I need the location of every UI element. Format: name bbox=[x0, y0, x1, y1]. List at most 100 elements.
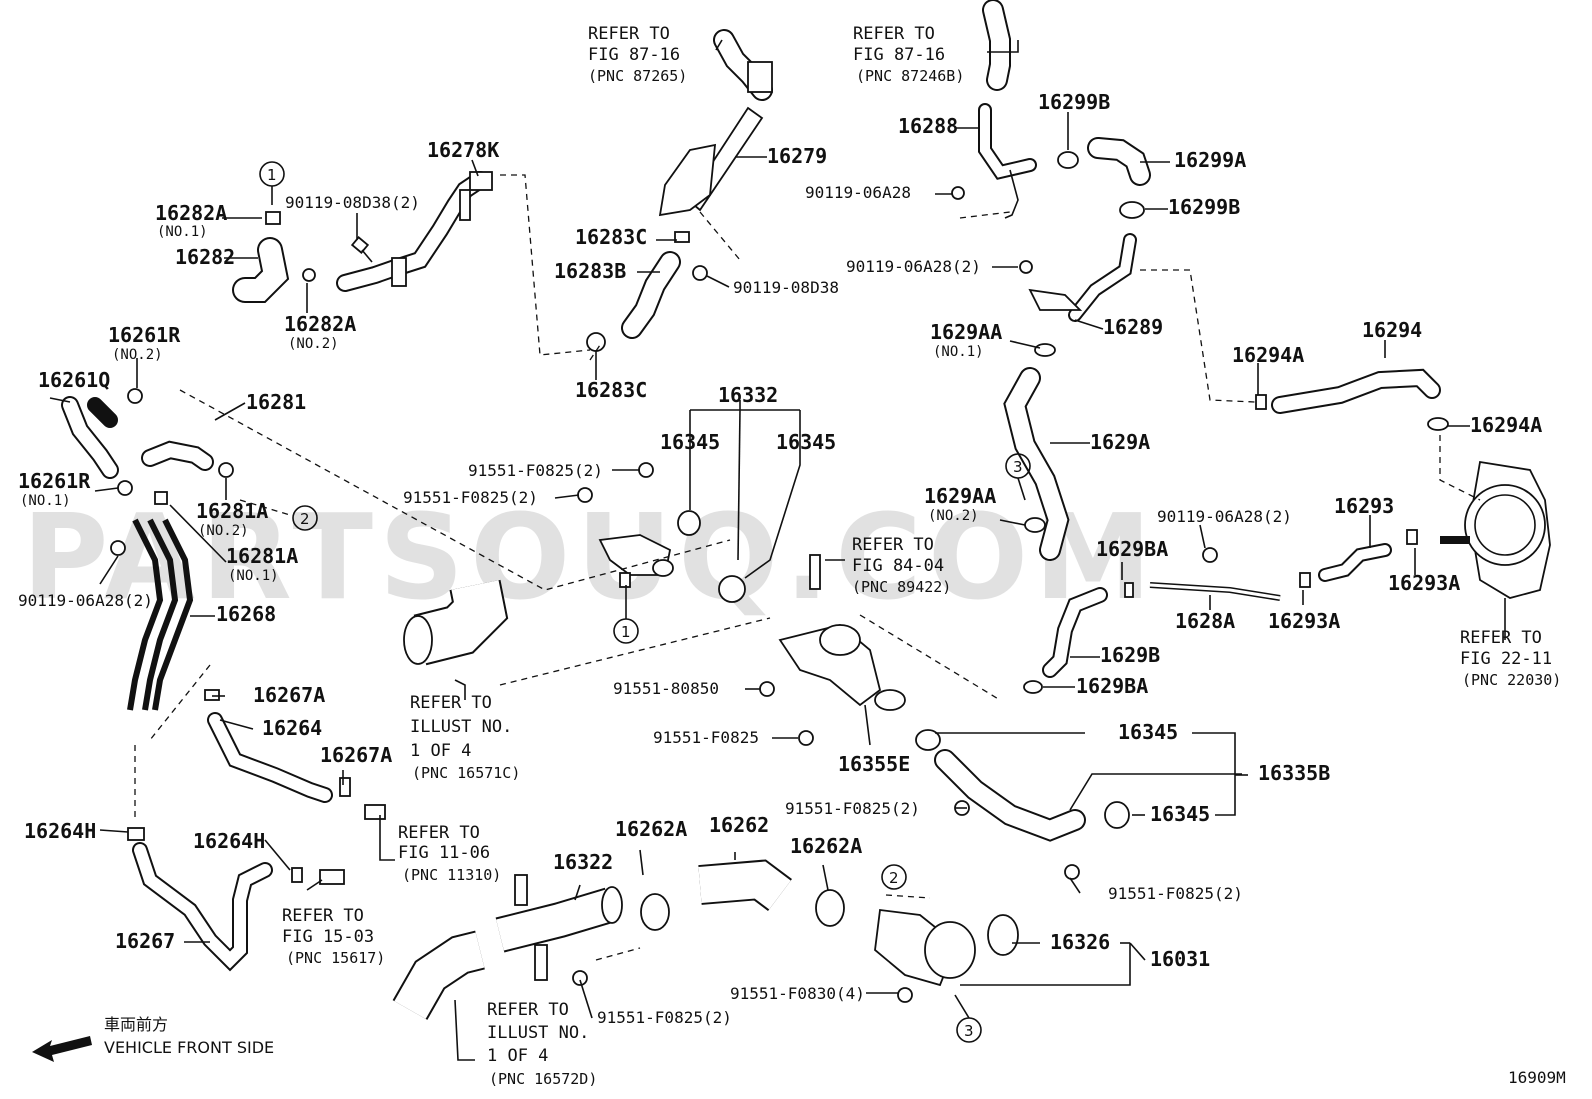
callout-91551-F0825-2c: 91551-F0825(2) bbox=[785, 799, 920, 818]
svg-text:REFER TO: REFER TO bbox=[410, 693, 492, 713]
callout-16281A-no2-sub: (NO.2) bbox=[198, 523, 249, 539]
callout-16267: 16267 bbox=[115, 929, 175, 953]
callout-16279: 16279 bbox=[767, 144, 827, 168]
ref-fig-15-03: REFER TO FIG 15-03 (PNC 15617) bbox=[282, 906, 385, 967]
callout-16282A-no2-sub: (NO.2) bbox=[288, 336, 339, 352]
callout-16261R-no1: 16261R bbox=[18, 469, 91, 493]
callout-16282A-no2: 16282A bbox=[284, 312, 356, 336]
callout-1629BA-b: 1629BA bbox=[1076, 674, 1148, 698]
callout-16345-a: 16345 bbox=[660, 430, 720, 454]
callout-90119-06A28-2a: 90119-06A28(2) bbox=[846, 257, 981, 276]
callout-16261R-no1-sub: (NO.1) bbox=[20, 493, 71, 509]
hose-16288 bbox=[978, 0, 1037, 219]
callout-90119-06A28-2c: 90119-06A28(2) bbox=[1157, 507, 1292, 526]
svg-text:REFER TO: REFER TO bbox=[398, 823, 480, 843]
assembly-dashed-lines bbox=[134, 174, 1481, 961]
callout-1629AA-no1: 1629AA bbox=[930, 320, 1002, 344]
svg-text:FIG 87-16: FIG 87-16 bbox=[853, 45, 945, 65]
svg-text:REFER TO: REFER TO bbox=[852, 535, 934, 555]
thermostat-16031 bbox=[874, 908, 1019, 1003]
hose-1629A bbox=[1003, 367, 1070, 561]
svg-text:ILLUST NO.: ILLUST NO. bbox=[410, 717, 512, 737]
callout-91551-F0825-2e: 91551-F0825(2) bbox=[597, 1008, 732, 1027]
callout-16261Q: 16261Q bbox=[38, 368, 110, 392]
callout-16281A-no1: 16281A bbox=[226, 544, 298, 568]
svg-text:REFER TO: REFER TO bbox=[588, 24, 670, 44]
hose-16293 bbox=[1299, 529, 1418, 588]
hose-16261Q bbox=[61, 388, 143, 496]
hose-16281 bbox=[141, 440, 234, 505]
throttle-body bbox=[1440, 460, 1551, 599]
water-outlet-16332 bbox=[577, 462, 746, 603]
svg-text:(PNC 16571C): (PNC 16571C) bbox=[412, 764, 520, 782]
ref-fig-87-16-a: REFER TO FIG 87-16 (PNC 87265) bbox=[588, 24, 687, 85]
svg-text:(PNC 16572D): (PNC 16572D) bbox=[489, 1070, 597, 1088]
svg-text:3: 3 bbox=[964, 1022, 974, 1040]
callout-90119-08D38-2: 90119-08D38(2) bbox=[285, 193, 420, 212]
callout-16299A: 16299A bbox=[1174, 148, 1246, 172]
ref-fig-87-16-b: REFER TO FIG 87-16 (PNC 87246B) bbox=[853, 24, 964, 85]
callout-16345-c: 16345 bbox=[1118, 720, 1178, 744]
hose-16278K bbox=[336, 171, 493, 292]
ref-fig-11-06: REFER TO FIG 11-06 (PNC 11310) bbox=[398, 823, 501, 884]
svg-text:2: 2 bbox=[300, 510, 310, 528]
circle-marker-2a: 2 bbox=[292, 505, 318, 531]
callout-16293: 16293 bbox=[1334, 494, 1394, 518]
pipe-16289 bbox=[1019, 233, 1137, 357]
svg-text:1 OF 4: 1 OF 4 bbox=[487, 1046, 548, 1066]
callout-16264H-a: 16264H bbox=[24, 819, 96, 843]
front-label-en: VEHICLE FRONT SIDE bbox=[104, 1038, 274, 1057]
callout-16281: 16281 bbox=[246, 390, 306, 414]
circle-marker-3a: 3 bbox=[1005, 453, 1031, 501]
callout-16299B-a: 16299B bbox=[1038, 90, 1110, 114]
callout-1629B: 1629B bbox=[1100, 643, 1160, 667]
hose-16279 bbox=[658, 29, 773, 217]
callout-16031: 16031 bbox=[1150, 947, 1210, 971]
callout-16335B: 16335B bbox=[1258, 761, 1330, 785]
hose-16262 bbox=[640, 859, 845, 931]
svg-text:FIG 15-03: FIG 15-03 bbox=[282, 927, 374, 947]
leader-lines bbox=[49, 39, 1506, 1061]
vehicle-front-indicator: 車両前方 VEHICLE FRONT SIDE bbox=[32, 1015, 274, 1062]
svg-text:1: 1 bbox=[621, 623, 631, 641]
part-callouts: 16278K 16282A (NO.1) 16282 16282A (NO.2)… bbox=[18, 90, 1542, 1027]
callout-16283C-a: 16283C bbox=[575, 225, 647, 249]
hose-illust-a bbox=[403, 579, 509, 666]
callout-16294A-a: 16294A bbox=[1232, 343, 1304, 367]
callout-16267A-b: 16267A bbox=[320, 743, 392, 767]
svg-text:1: 1 bbox=[267, 166, 277, 184]
hose-16282 bbox=[232, 211, 316, 303]
watermark: PARTSOUQ.COM bbox=[22, 488, 1158, 626]
svg-text:FIG 87-16: FIG 87-16 bbox=[588, 45, 680, 65]
callout-91551-F0825-2b: 91551-F0825(2) bbox=[403, 488, 538, 507]
front-label-jp: 車両前方 bbox=[104, 1015, 168, 1034]
callout-16345-d: 16345 bbox=[1150, 802, 1210, 826]
pipe-16268 bbox=[110, 518, 194, 711]
callout-16281A-no2: 16281A bbox=[196, 499, 268, 523]
svg-text:REFER TO: REFER TO bbox=[282, 906, 364, 926]
callout-16283B: 16283B bbox=[554, 259, 626, 283]
ref-fig-84-04: REFER TO FIG 84-04 (PNC 89422) bbox=[852, 535, 951, 596]
callout-16262A-b: 16262A bbox=[790, 834, 862, 858]
callout-16322: 16322 bbox=[553, 850, 613, 874]
callout-1629AA-no2: 1629AA bbox=[924, 484, 996, 508]
callout-16355E: 16355E bbox=[838, 752, 910, 776]
svg-text:2: 2 bbox=[889, 869, 899, 887]
callout-1629AA-no2-sub: (NO.2) bbox=[928, 508, 979, 524]
ref-illust-1-of-4-b: REFER TO ILLUST NO. 1 OF 4 (PNC 16572D) bbox=[487, 1000, 597, 1088]
hose-1629B bbox=[1023, 587, 1108, 694]
callout-16261R-no2-sub: (NO.2) bbox=[112, 347, 163, 363]
callout-1629AA-no1-sub: (NO.1) bbox=[933, 344, 984, 360]
callout-90119-06A28: 90119-06A28 bbox=[805, 183, 911, 202]
callout-16293A-a: 16293A bbox=[1268, 609, 1340, 633]
pipe-16335B bbox=[915, 729, 1130, 880]
callout-16345-b: 16345 bbox=[776, 430, 836, 454]
svg-text:(PNC 89422): (PNC 89422) bbox=[852, 578, 951, 596]
svg-text:(PNC 11310): (PNC 11310) bbox=[402, 866, 501, 884]
hose-16299A bbox=[951, 137, 1151, 219]
hose-16283B bbox=[586, 231, 708, 352]
callout-16294: 16294 bbox=[1362, 318, 1422, 342]
callout-90119-08D38: 90119-08D38 bbox=[733, 278, 839, 297]
callout-16282A-no1-sub: (NO.1) bbox=[157, 224, 208, 240]
callout-16281A-no1-sub: (NO.1) bbox=[228, 568, 279, 584]
